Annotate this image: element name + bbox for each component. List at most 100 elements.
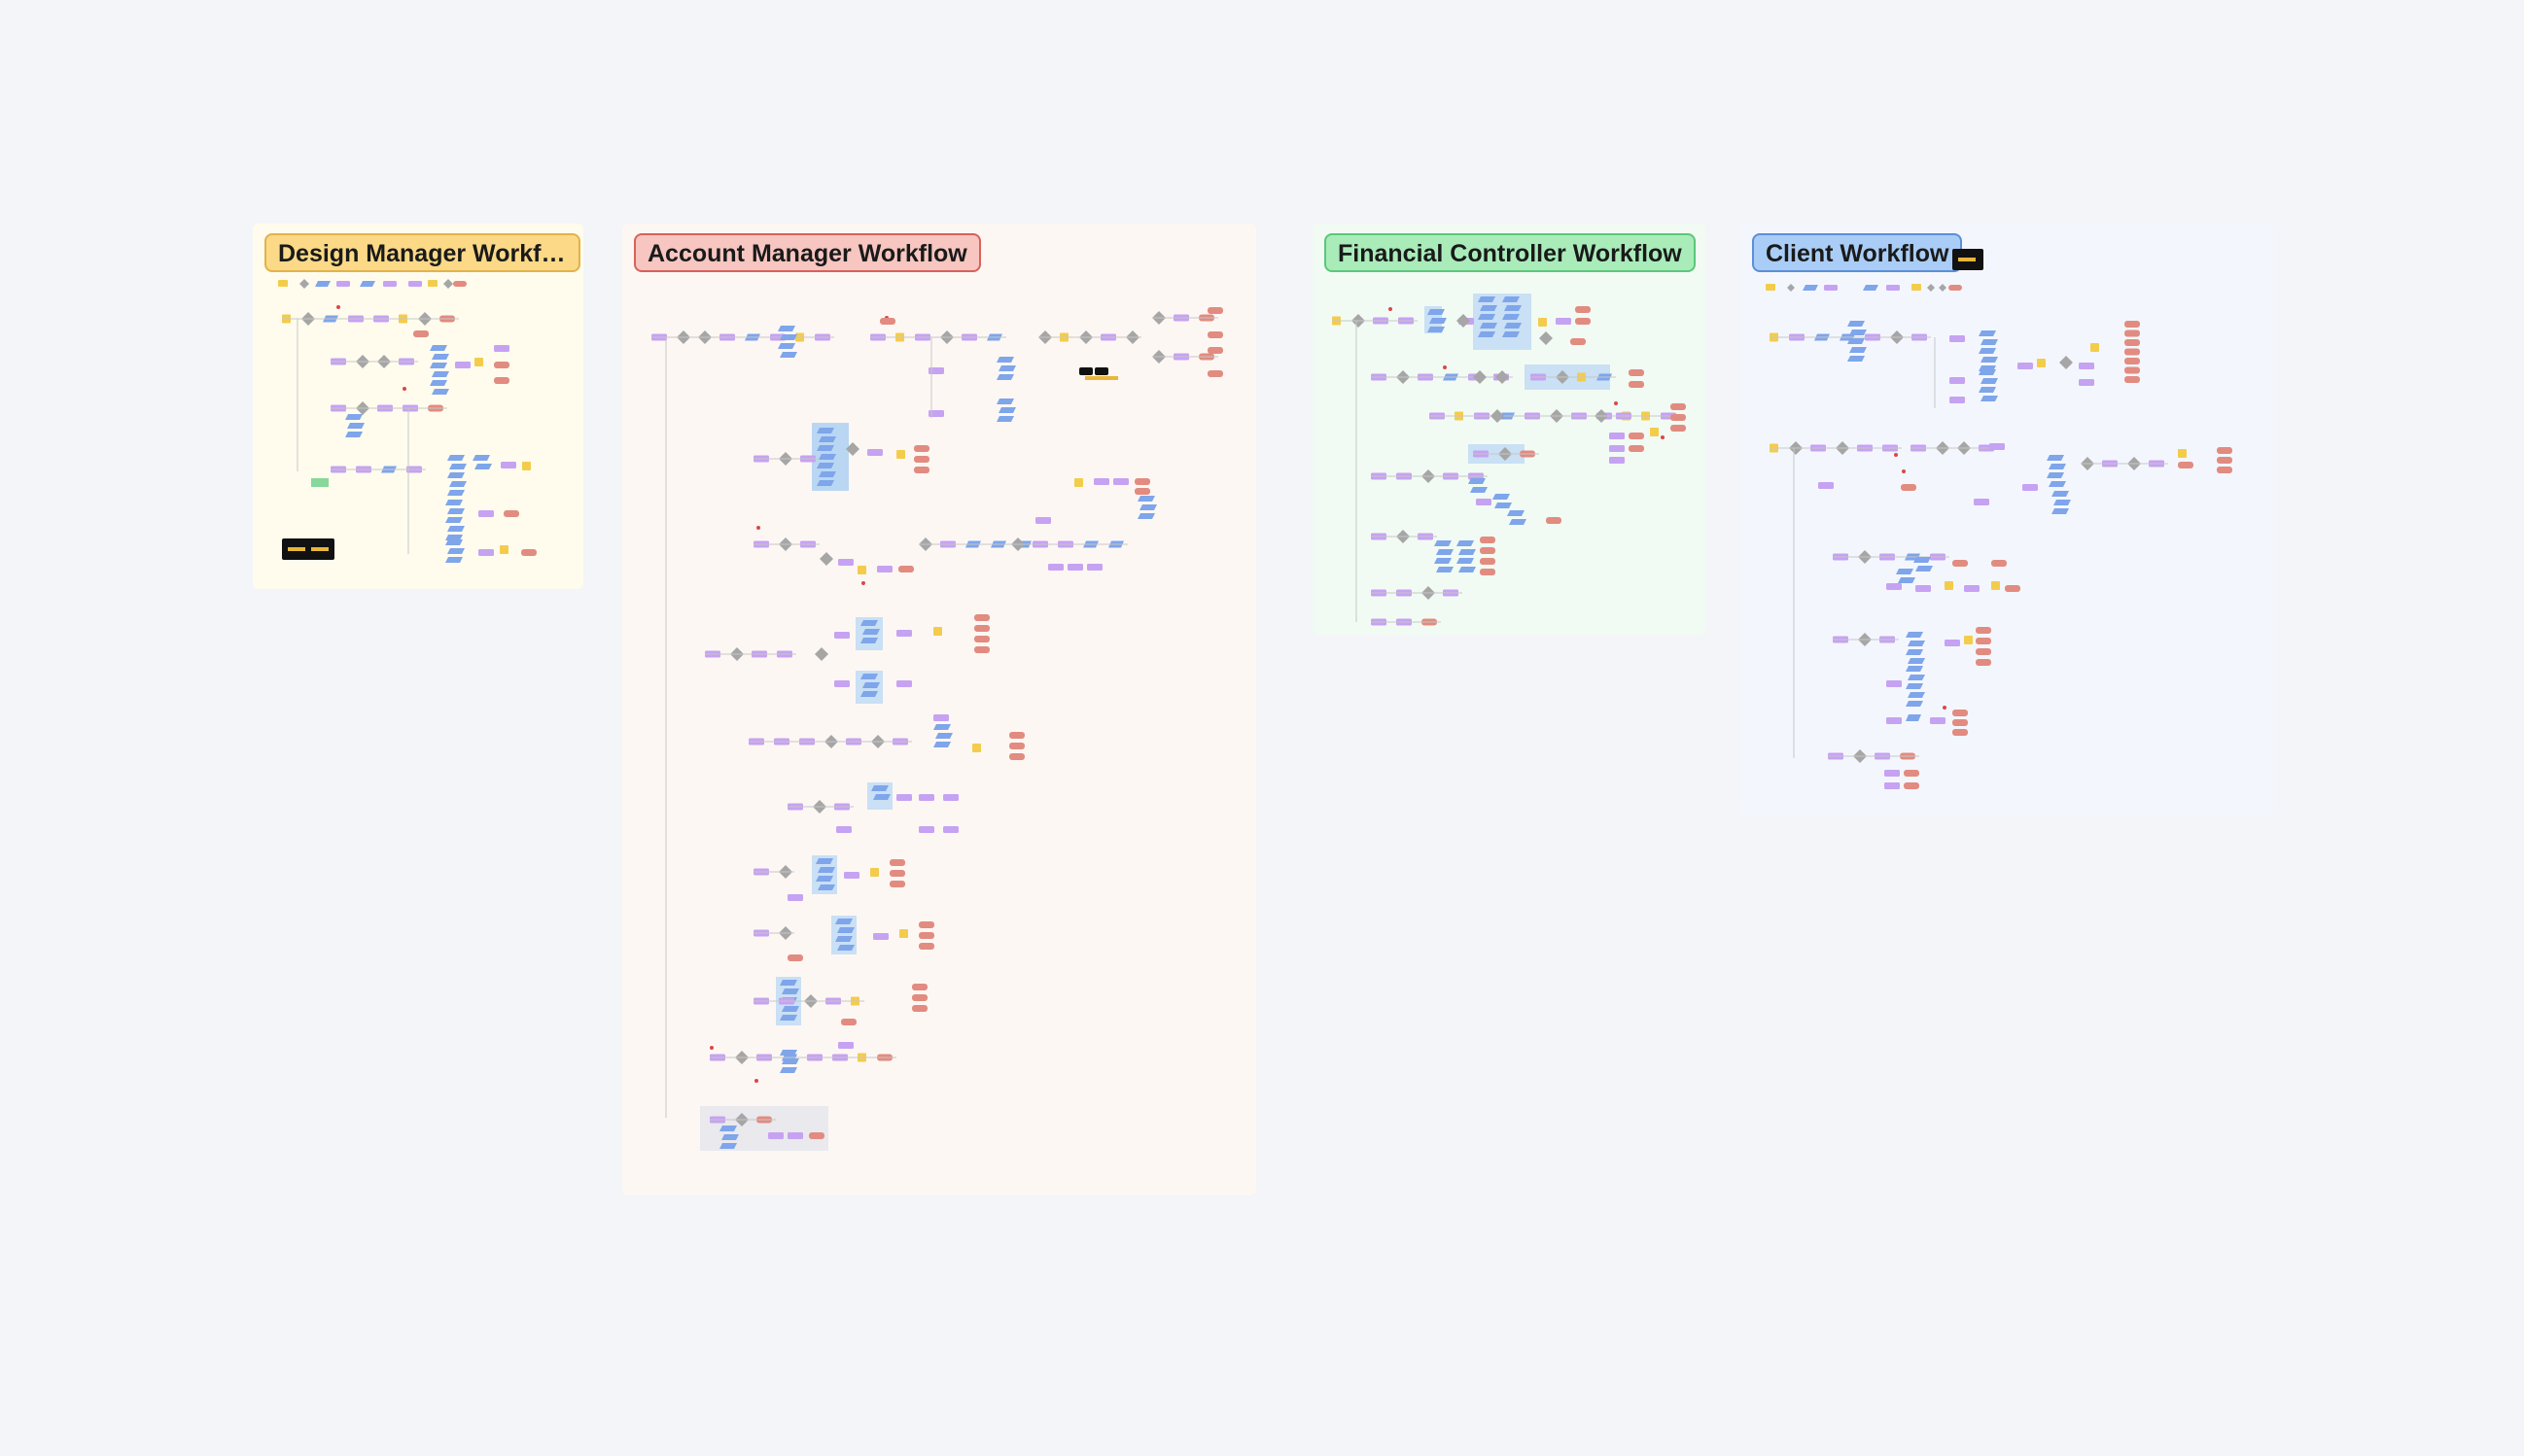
terminator-node — [2178, 462, 2193, 468]
data-node — [1863, 285, 1878, 291]
process-node — [1886, 285, 1900, 291]
terminator-node — [1976, 648, 1991, 655]
process-node — [844, 872, 859, 879]
data-node — [1436, 549, 1454, 555]
process-node — [834, 680, 850, 687]
data-node — [447, 508, 465, 514]
flowchart-canvas — [1766, 284, 2232, 789]
terminator-node — [1952, 719, 1968, 726]
data-node — [474, 464, 492, 469]
process-node — [1915, 585, 1931, 592]
process-node — [1824, 285, 1838, 291]
data-node — [818, 867, 835, 873]
data-node — [1470, 487, 1488, 493]
terminator-node — [1976, 627, 1991, 634]
terminator-node — [1991, 560, 2007, 567]
data-node — [449, 481, 467, 487]
section-design-manager-workflow[interactable]: Design Manager Workfl... — [253, 224, 583, 589]
data-node — [835, 919, 853, 924]
data-node — [1898, 577, 1915, 583]
data-node — [935, 733, 953, 739]
data-node — [1429, 318, 1447, 324]
decision-node — [1456, 314, 1470, 328]
process-node — [836, 826, 852, 833]
process-node — [1930, 717, 1946, 724]
terminator-node — [880, 318, 895, 325]
data-node — [430, 345, 447, 351]
process-node — [1886, 717, 1902, 724]
data-node — [860, 620, 878, 626]
data-node — [860, 691, 878, 697]
terminator-node — [1952, 560, 1968, 567]
decision-node — [1539, 331, 1553, 345]
terminator-node — [1480, 558, 1495, 565]
section-account-manager-workflow[interactable]: Account Manager Workflow — [622, 224, 1256, 1196]
data-node — [871, 785, 889, 791]
data-node — [445, 539, 463, 545]
data-node — [1502, 296, 1520, 302]
data-node — [2049, 464, 2066, 469]
data-node — [1504, 305, 1522, 311]
data-node — [933, 742, 951, 747]
marker — [756, 526, 760, 530]
process-node — [1974, 499, 1989, 505]
terminator-node — [1904, 782, 1919, 789]
process-node — [1886, 680, 1902, 687]
data-node — [445, 500, 463, 505]
flowchart-canvas — [1332, 294, 1686, 626]
process-node — [1556, 318, 1571, 325]
data-node — [2051, 508, 2069, 514]
marker — [403, 387, 406, 391]
process-node — [1949, 397, 1965, 403]
terminator-node — [919, 932, 934, 939]
data-node — [780, 1050, 797, 1056]
data-node — [817, 463, 834, 468]
process-node — [1609, 433, 1625, 439]
marker — [1443, 365, 1447, 369]
data-node — [1427, 309, 1445, 315]
data-node — [1906, 666, 1923, 672]
data-node — [1981, 357, 1998, 363]
data-node — [1908, 675, 1925, 680]
process-node — [896, 794, 912, 801]
process-node — [1113, 478, 1129, 485]
marker — [710, 1046, 714, 1050]
process-node — [873, 933, 889, 940]
data-node — [997, 399, 1014, 404]
process-node — [896, 680, 912, 687]
note-node — [1650, 428, 1659, 436]
process-node — [1949, 377, 1965, 384]
data-node — [819, 454, 836, 460]
section-financial-controller-workflow[interactable]: Financial Controller Workflow — [1313, 224, 1705, 636]
decision-node — [2059, 356, 2073, 369]
section-client-workflow[interactable]: Client Workflow — [1740, 224, 2273, 816]
data-node — [347, 423, 365, 429]
terminator-node — [1009, 753, 1025, 760]
process-node — [478, 549, 494, 556]
data-node — [817, 480, 834, 486]
annotation-badge — [1952, 249, 1983, 270]
note-node — [2090, 343, 2099, 352]
section-title[interactable]: Client Workflow — [1752, 233, 1963, 272]
data-node — [1906, 714, 1921, 721]
data-node — [933, 724, 951, 730]
data-node — [1434, 558, 1452, 564]
data-node — [1139, 504, 1157, 510]
section-title[interactable]: Financial Controller Workflow — [1324, 233, 1696, 272]
data-node — [1502, 331, 1520, 337]
terminator-node — [919, 943, 934, 950]
marker — [1388, 307, 1392, 311]
terminator-node — [890, 859, 905, 866]
terminator-node — [1952, 729, 1968, 736]
data-node — [1849, 329, 1867, 335]
process-node — [1818, 482, 1834, 489]
note-node — [1945, 581, 1953, 590]
process-node — [838, 559, 854, 566]
section-title[interactable]: Design Manager Workfl... — [264, 233, 580, 272]
data-node — [1480, 323, 1497, 329]
process-node — [919, 826, 934, 833]
terminator-node — [912, 984, 928, 990]
process-node — [2017, 363, 2033, 369]
data-node — [817, 428, 834, 433]
section-title[interactable]: Account Manager Workflow — [634, 233, 981, 272]
